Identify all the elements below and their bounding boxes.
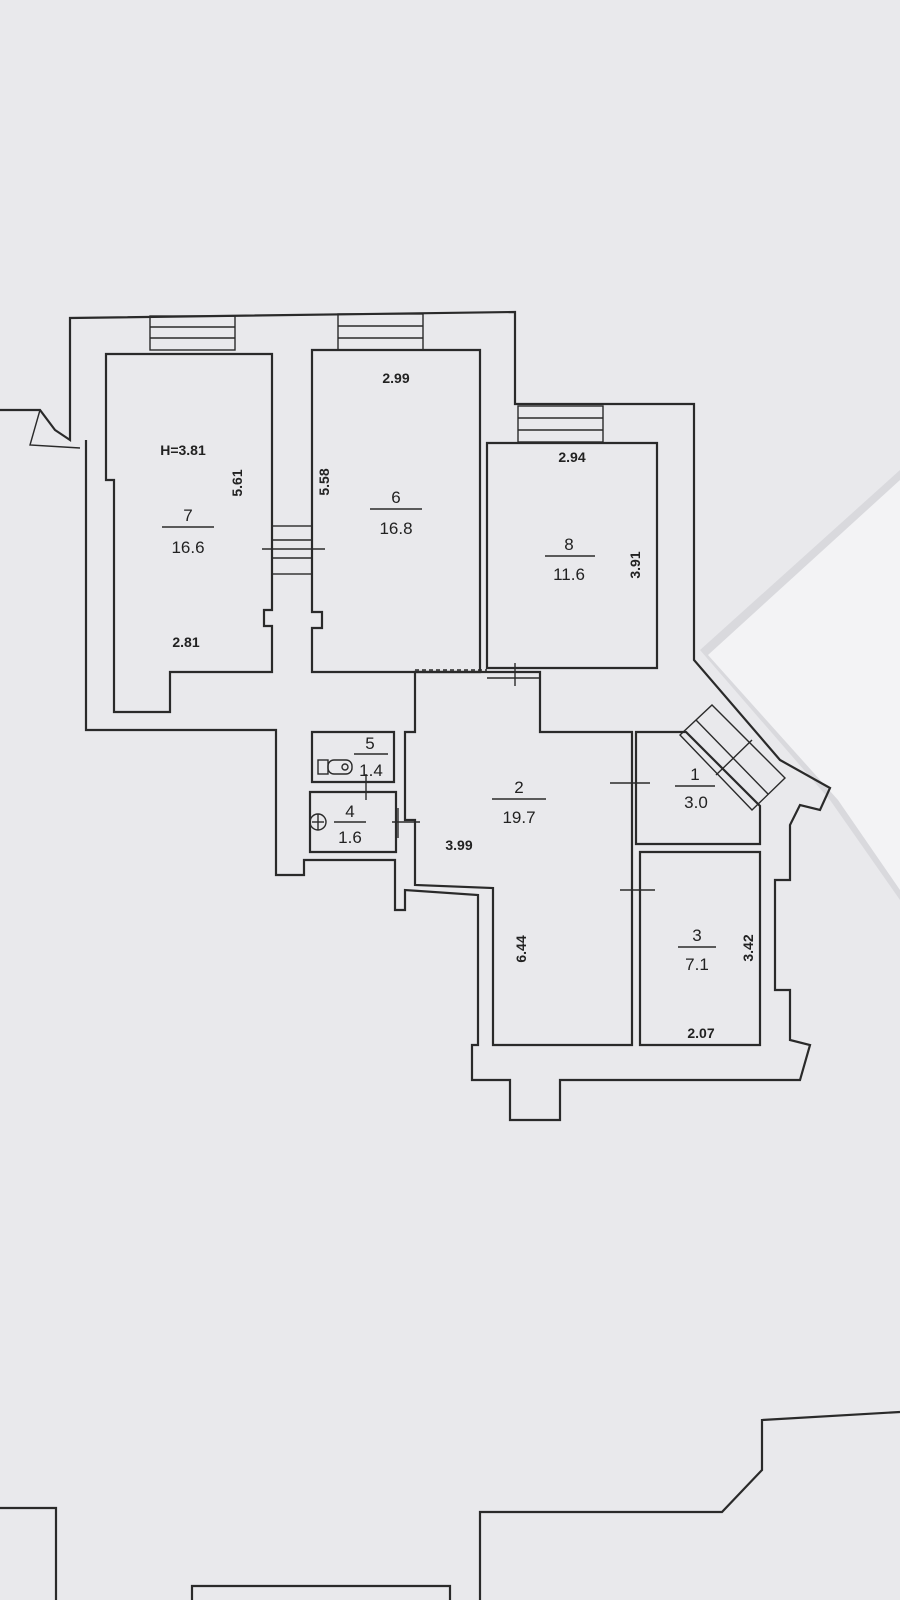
window-room7	[149, 315, 236, 351]
room-3-width-dim: 2.07	[687, 1025, 714, 1041]
room-2-outline	[403, 670, 634, 1047]
room-7-height-dim: 5.61	[229, 469, 245, 496]
room-5-label: 5 1.4	[354, 734, 388, 780]
room-4-outline	[308, 790, 398, 854]
room-2-height-dim: 6.44	[513, 935, 529, 962]
window-room8	[517, 405, 604, 443]
room-1-outline	[634, 730, 762, 846]
room-6-width-dim: 2.99	[382, 370, 409, 386]
ceiling-height-label: H=3.81	[160, 442, 206, 458]
room-5-outline	[310, 730, 396, 784]
lower-wall-right	[478, 1410, 900, 1600]
window-room6	[337, 313, 424, 351]
room-1-area: 3.0	[684, 793, 708, 812]
room-8-width-dim: 2.94	[558, 449, 585, 465]
room-6-number: 6	[391, 488, 400, 507]
sink-icon	[309, 813, 327, 831]
room-6-height-dim: 5.58	[316, 468, 332, 495]
room-5-area: 1.4	[359, 761, 383, 780]
room-4-area: 1.6	[338, 828, 362, 847]
room-3-area: 7.1	[685, 955, 709, 974]
room-6-area: 16.8	[379, 519, 412, 538]
room-7-width-dim: 2.81	[172, 634, 199, 650]
room-8-label: 8 11.6	[545, 535, 595, 584]
room-6-label: 6 16.8	[370, 488, 422, 538]
room-2-label: 2 19.7	[492, 778, 546, 827]
room-5-number: 5	[365, 734, 374, 753]
entry-door-left	[29, 409, 81, 449]
outer-wall	[0, 310, 832, 1122]
room-4-number: 4	[345, 802, 354, 821]
room-8-outline	[485, 441, 659, 670]
room-3-outline	[638, 850, 762, 1047]
room-7-label: 7 16.6	[162, 506, 214, 557]
room-6-outline	[310, 348, 482, 674]
toilet-icon	[317, 759, 353, 775]
room-2-width-dim: 3.99	[445, 837, 472, 853]
room-7-outline	[104, 352, 274, 714]
room-1-number: 1	[690, 765, 699, 784]
room-1-label: 1 3.0	[675, 765, 715, 812]
room-4-label: 4 1.6	[334, 802, 366, 847]
room-8-height-dim: 3.91	[627, 551, 643, 578]
room-8-number: 8	[564, 535, 573, 554]
door-room7-room6	[262, 525, 325, 575]
room-7-number: 7	[183, 506, 192, 525]
room-3-height-dim: 3.42	[740, 934, 756, 961]
room-7-area: 16.6	[171, 538, 204, 557]
room-3-label: 3 7.1	[678, 926, 716, 974]
room-8-area: 11.6	[553, 565, 585, 584]
room-2-number: 2	[514, 778, 523, 797]
room-2-area: 19.7	[502, 808, 535, 827]
lower-wall-left	[0, 1506, 58, 1600]
paper-fold	[708, 480, 900, 890]
lower-wall-mid	[190, 1584, 452, 1600]
room-3-number: 3	[692, 926, 701, 945]
